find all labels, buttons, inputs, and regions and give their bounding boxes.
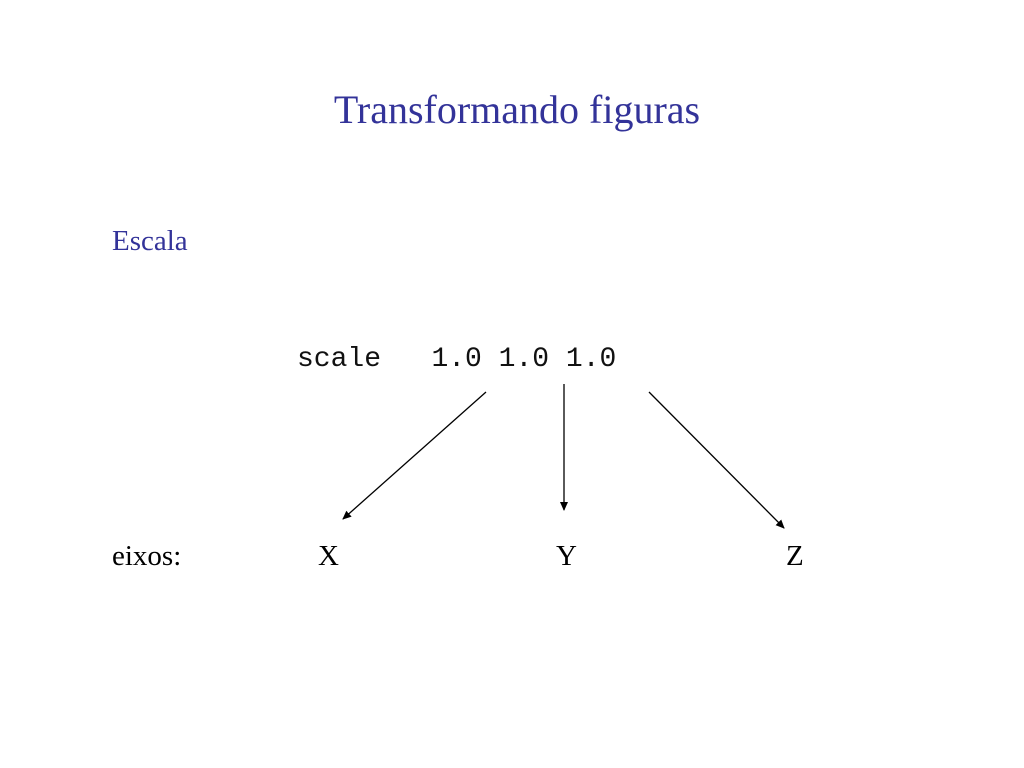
scale-value-y: 1.0	[498, 344, 550, 375]
command-keyword: scale	[297, 344, 382, 375]
scale-value-z: 1.0	[565, 344, 617, 375]
axis-y-label: Y	[556, 540, 577, 572]
section-subtitle: Escala	[112, 225, 188, 257]
scale-command: scale 1.0 1.0 1.0	[297, 342, 616, 378]
slide-title: Transformando figuras	[333, 87, 701, 132]
arrow-to-x	[342, 391, 487, 520]
scale-value-x: 1.0	[431, 344, 482, 375]
axis-z-label: Z	[786, 540, 804, 572]
arrow-to-z	[648, 391, 785, 529]
axis-x-label: X	[318, 540, 339, 572]
axes-label: eixos:	[112, 540, 182, 572]
